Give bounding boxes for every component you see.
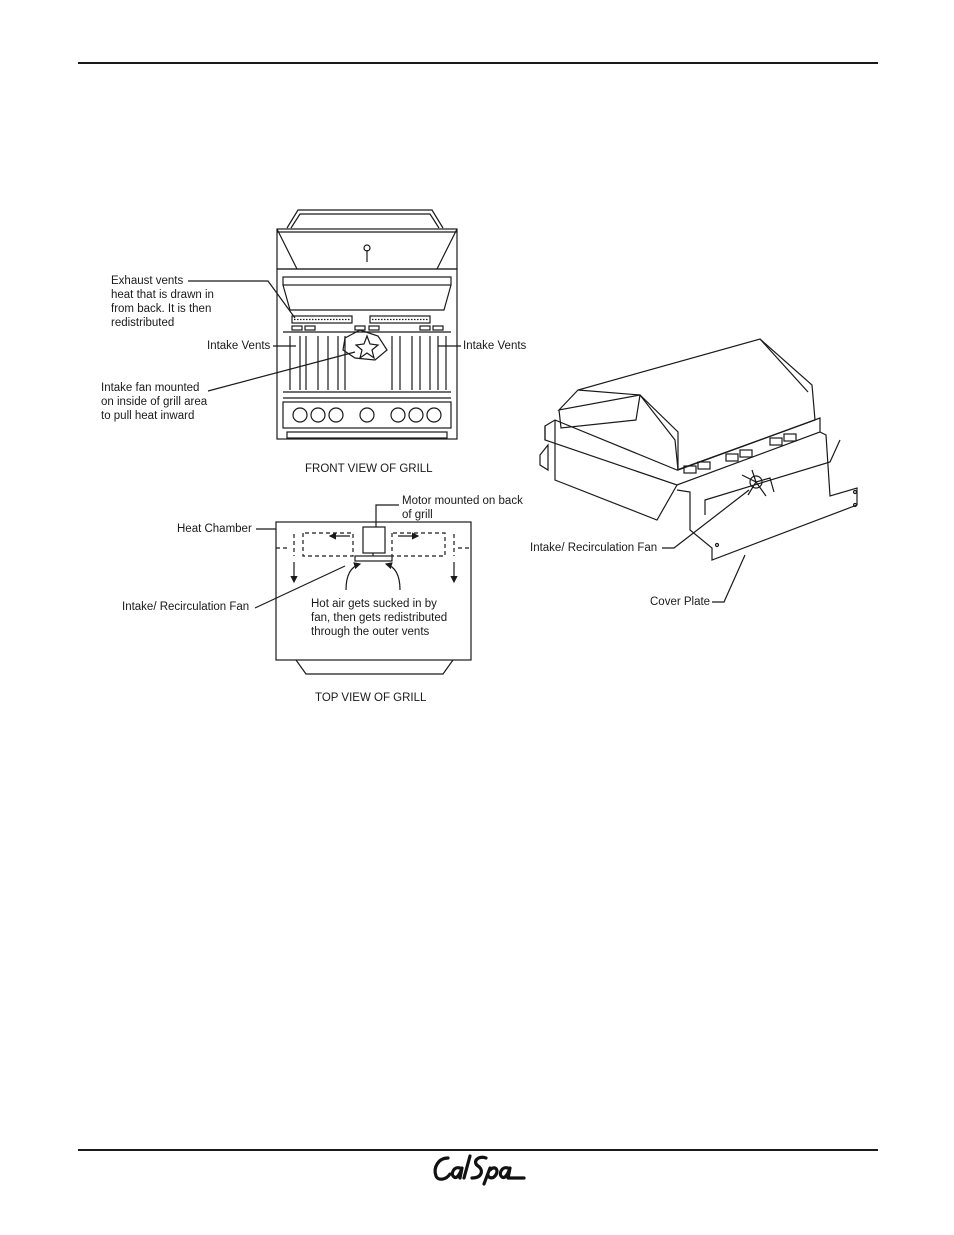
front-view-caption: FRONT VIEW OF GRILL bbox=[305, 463, 433, 475]
footer-rule bbox=[78, 1149, 878, 1151]
iso-view-drawing bbox=[539, 338, 858, 603]
motor-label: Motor mounted on back of grill bbox=[402, 495, 523, 521]
front-view-drawing bbox=[188, 209, 461, 440]
exhaust-vents-label: Exhaust vents heat that is drawn in from… bbox=[111, 275, 214, 329]
header-rule bbox=[78, 62, 878, 64]
top-fan-label: Intake/ Recirculation Fan bbox=[122, 601, 250, 613]
heat-chamber-label: Heat Chamber bbox=[177, 523, 252, 535]
intake-vents-right-label: Intake Vents bbox=[463, 340, 527, 352]
top-view-drawing bbox=[254, 504, 472, 675]
cal-spas-logo bbox=[433, 1154, 526, 1186]
cover-plate-label: Cover Plate bbox=[650, 596, 711, 608]
top-view-caption: TOP VIEW OF GRILL bbox=[315, 692, 427, 704]
iso-fan-label: Intake/ Recirculation Fan bbox=[530, 542, 658, 554]
intake-fan-label: Intake fan mounted on inside of grill ar… bbox=[101, 382, 208, 422]
intake-vents-left-label: Intake Vents bbox=[207, 340, 271, 352]
hot-air-label: Hot air gets sucked in by fan, then gets… bbox=[311, 598, 448, 638]
